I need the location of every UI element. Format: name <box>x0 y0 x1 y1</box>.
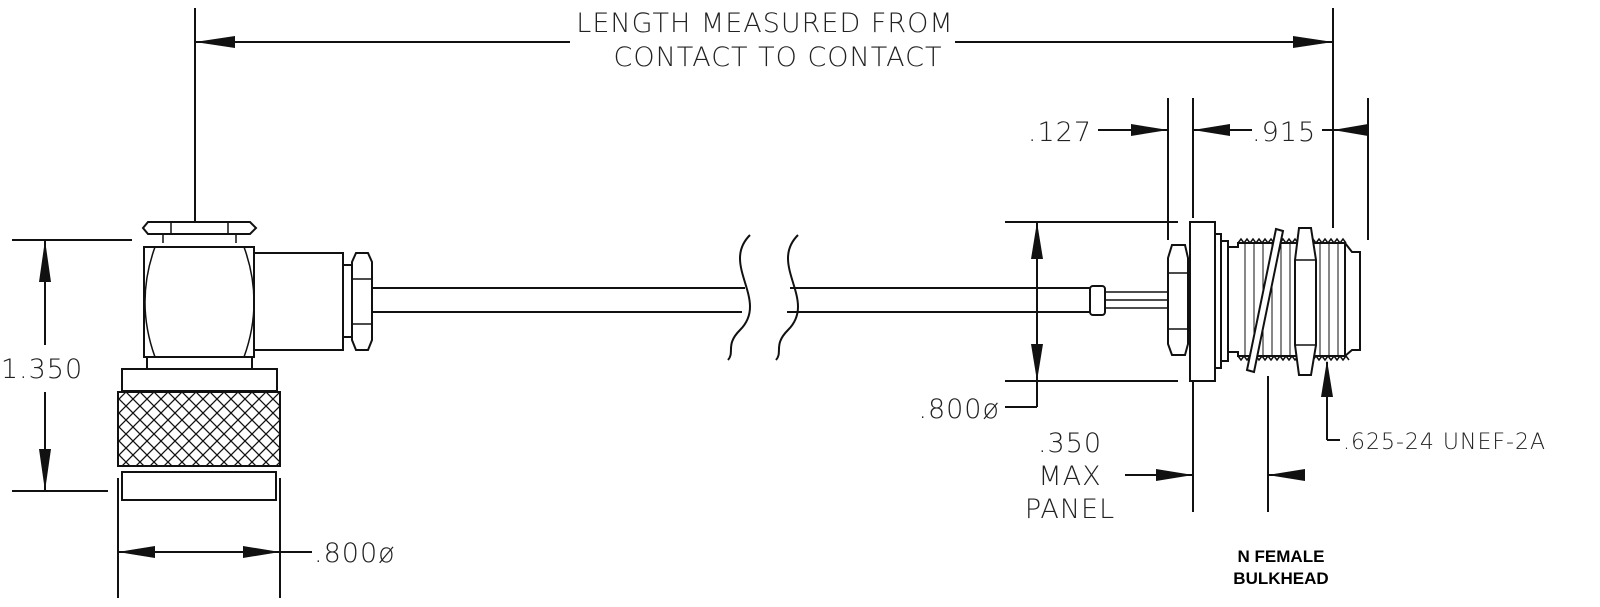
panel-value: .350 <box>1038 428 1102 459</box>
length-label-line2: CONTACT TO CONTACT <box>614 42 943 73</box>
thread-spec: .625-24 UNEF-2A <box>1343 430 1546 455</box>
flange-thickness-value: .127 <box>1028 117 1092 148</box>
caption-line1: N FEMALE <box>1238 547 1325 566</box>
height-dimension: 1.350 <box>1 239 132 492</box>
overall-length-dimension: LENGTH MEASURED FROM CONTACT TO CONTACT <box>194 8 1334 228</box>
front-length-value: .915 <box>1252 117 1316 148</box>
right-diameter-dimension: .800ø <box>918 221 1178 425</box>
panel-dimension: .350 MAX PANEL <box>1025 376 1305 525</box>
thread-callout: .625-24 UNEF-2A <box>1321 360 1546 455</box>
length-label-line1: LENGTH MEASURED FROM <box>576 8 953 39</box>
left-diameter-value: .800ø <box>314 538 396 569</box>
flange-dimensions: .127 .915 <box>1028 98 1369 240</box>
right-diameter-value: .800ø <box>918 394 1000 425</box>
n-female-bulkhead-connector <box>1167 221 1361 382</box>
panel-label: PANEL <box>1025 494 1115 525</box>
height-value: 1.350 <box>1 354 83 385</box>
panel-max-label: MAX <box>1038 461 1101 492</box>
right-angle-n-male-connector <box>117 221 373 501</box>
coax-cable <box>372 234 1168 361</box>
caption-line2: BULKHEAD <box>1233 569 1328 588</box>
left-diameter-dimension: .800ø <box>117 478 396 598</box>
